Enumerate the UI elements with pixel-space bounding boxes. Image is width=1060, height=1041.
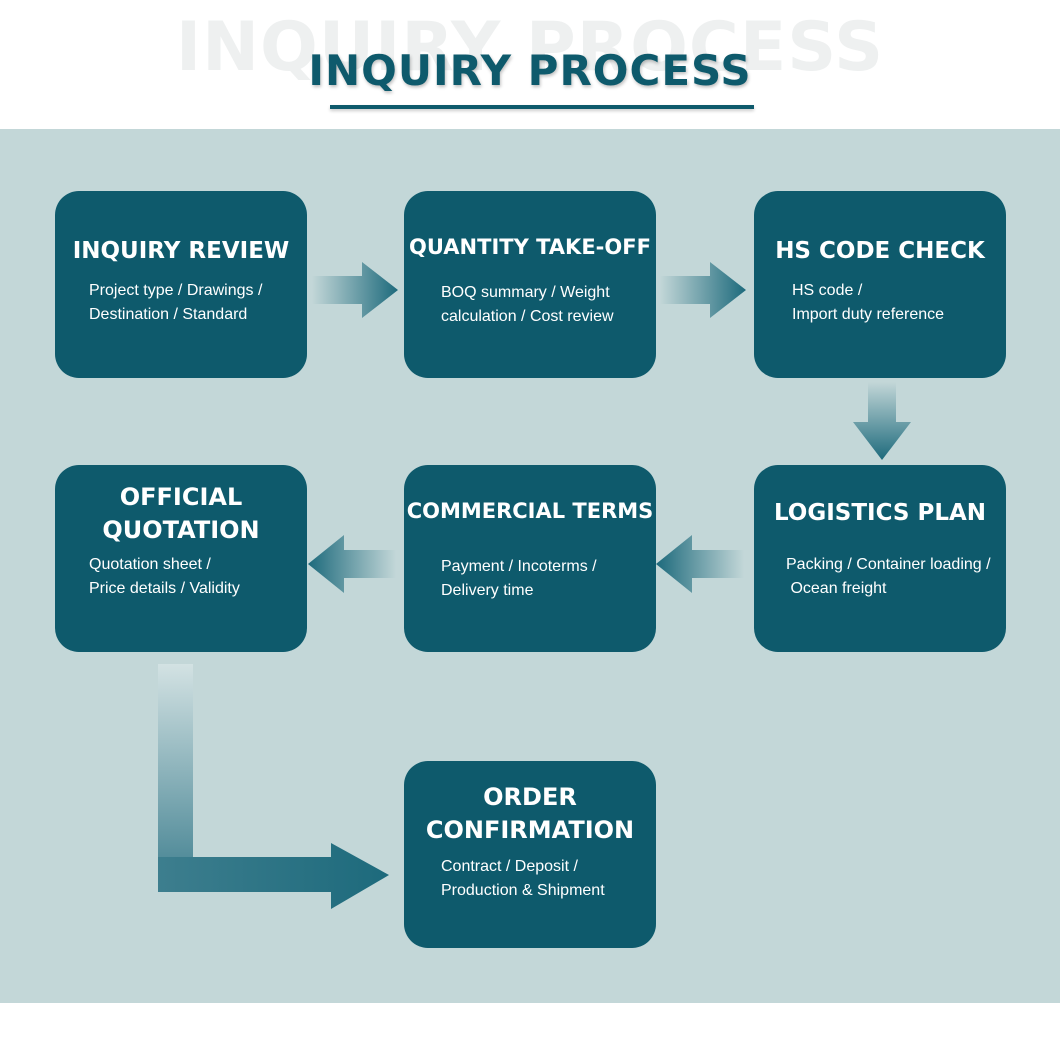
step-description-line: Quotation sheet / (89, 556, 211, 573)
step-description-line: Destination / Standard (89, 306, 248, 323)
arrow-down-1 (853, 382, 911, 460)
step-title: OFFICIAL (119, 483, 243, 511)
arrow-left-2 (308, 535, 396, 593)
step-description: Quotation sheet / Price details / Validi… (89, 553, 240, 601)
step-title: QUANTITY TAKE-OFF (409, 235, 651, 259)
step-inquiry-review: INQUIRY REVIEW Project type / Drawings /… (55, 191, 307, 378)
step-title: CONFIRMATION (425, 816, 635, 844)
step-description-line: Contract / Deposit / (441, 858, 578, 875)
arrow-elbow-vertical (158, 664, 193, 892)
step-description: Payment / Incoterms / Delivery time (441, 555, 597, 603)
step-commercial-terms: COMMERCIAL TERMS Payment / Incoterms / D… (404, 465, 656, 652)
step-logistics-plan: LOGISTICS PLAN Packing / Container loadi… (754, 465, 1006, 652)
step-description-line: Ocean freight (786, 580, 887, 597)
step-title: HS CODE CHECK (775, 238, 985, 264)
step-hs-code-check: HS CODE CHECK HS code / Import duty refe… (754, 191, 1006, 378)
step-description-line: calculation / Cost review (441, 308, 614, 325)
step-description-line: Price details / Validity (89, 580, 240, 597)
step-description-line: Import duty reference (792, 306, 945, 323)
title-underline (330, 105, 754, 109)
step-title: LOGISTICS PLAN (773, 500, 987, 526)
step-title: COMMERCIAL TERMS (406, 499, 654, 523)
arrow-left-1 (656, 535, 744, 593)
title-watermark: INQUIRY PROCESS (175, 8, 885, 87)
step-description-line: Delivery time (441, 582, 534, 599)
step-description: BOQ summary / Weight calculation / Cost … (441, 281, 614, 329)
step-description: Project type / Drawings / Destination / … (89, 279, 262, 327)
step-title: QUOTATION (102, 516, 260, 544)
step-description: Packing / Container loading / Ocean frei… (786, 553, 991, 601)
step-title: ORDER (483, 783, 577, 811)
arrow-elbow-horizontal (158, 843, 389, 909)
step-description-line: Project type / Drawings / (89, 282, 263, 299)
step-description-line: Packing / Container loading / (786, 556, 991, 573)
step-description-line: Production & Shipment (441, 882, 605, 899)
header: INQUIRY PROCESS INQUIRY PROCESS (0, 0, 1060, 129)
step-description: Contract / Deposit / Production & Shipme… (441, 855, 605, 903)
page-title: INQUIRY PROCESS (308, 46, 752, 95)
step-description-line: HS code / (792, 282, 863, 299)
arrow-right-2 (660, 262, 746, 318)
step-description-line: Payment / Incoterms / (441, 558, 597, 575)
step-description-line: BOQ summary / Weight (441, 284, 610, 301)
arrow-right-1 (312, 262, 398, 318)
step-title: INQUIRY REVIEW (72, 238, 290, 264)
step-description: HS code / Import duty reference (792, 279, 944, 327)
step-official-quotation: OFFICIAL QUOTATION Quotation sheet / Pri… (55, 465, 307, 652)
step-quantity-take-off: QUANTITY TAKE-OFF BOQ summary / Weight c… (404, 191, 656, 378)
step-order-confirmation: ORDER CONFIRMATION Contract / Deposit / … (404, 761, 656, 948)
